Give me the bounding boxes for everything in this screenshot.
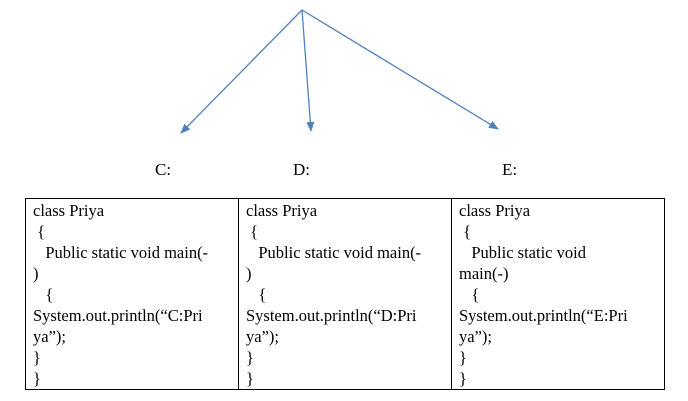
code-line: main(-) [459, 264, 509, 283]
code-box-d: class Priya { Public static void main(- … [238, 198, 452, 390]
code-line: ya”); [459, 327, 492, 346]
code-line: System.out.println(“D:Pri [246, 306, 417, 325]
code-box-e: class Priya { Public static void main(-)… [451, 198, 665, 390]
code-line: } [33, 348, 41, 367]
code-line: } [33, 369, 41, 388]
code-line: Public static void main(- [246, 243, 422, 262]
code-box-c: class Priya { Public static void main(- … [25, 198, 239, 390]
code-line: Public static void main(- [33, 243, 209, 262]
code-table-row: class Priya { Public static void main(- … [25, 198, 665, 390]
code-line: { [246, 285, 267, 304]
code-line: class Priya [246, 201, 318, 220]
code-line: ) [33, 264, 39, 283]
code-table: class Priya { Public static void main(- … [25, 198, 665, 390]
arrow-to-d [301, 9, 315, 132]
code-line: System.out.println(“E:Pri [459, 306, 628, 325]
code-line: { [459, 285, 480, 304]
code-line: ya”); [246, 327, 279, 346]
arrow-to-c [180, 9, 303, 134]
code-line: Public static void [459, 243, 586, 262]
code-line: ) [246, 264, 252, 283]
code-line: class Priya [33, 201, 105, 220]
code-line: class Priya [459, 201, 531, 220]
label-d: D: [293, 160, 310, 179]
code-line: { [33, 222, 46, 241]
code-line: { [33, 285, 54, 304]
code-line: } [246, 369, 254, 388]
code-line: { [459, 222, 472, 241]
code-line: ya”); [33, 327, 66, 346]
label-c: C: [155, 160, 172, 179]
arrow-to-e [301, 9, 499, 130]
label-e: E: [502, 160, 518, 179]
code-line: System.out.println(“C:Pri [33, 306, 203, 325]
code-line: } [246, 348, 254, 367]
code-line: { [246, 222, 259, 241]
code-line: } [459, 369, 467, 388]
code-line: } [459, 348, 467, 367]
